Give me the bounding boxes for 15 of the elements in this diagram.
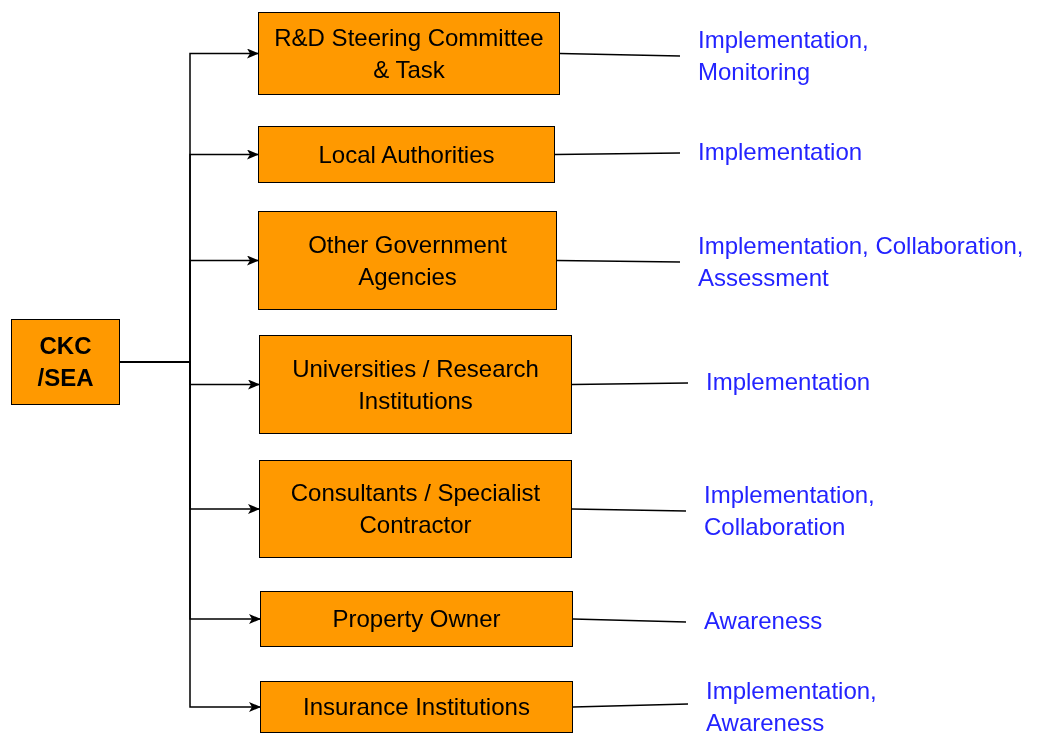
role-label: Implementation, Awareness	[706, 676, 878, 735]
role-label: Implementation, Monitoring	[698, 25, 870, 87]
organization-box: R&D Steering Committee & Task	[258, 12, 560, 95]
role-label: Implementation, Collaboration, Assessment	[698, 231, 1025, 293]
role-label: Implementation	[698, 137, 864, 167]
organization-box: Consultants / Specialist Contractor	[259, 460, 572, 558]
role-label: Awareness	[704, 606, 824, 636]
organization-box: Insurance Institutions	[260, 681, 573, 733]
organization-box: Local Authorities	[258, 126, 555, 183]
root-box: CKC /SEA	[11, 319, 120, 405]
organization-box: Universities / Research Institutions	[259, 335, 572, 434]
role-label: Implementation, Collaboration	[704, 480, 876, 542]
organization-box: Other Government Agencies	[258, 211, 557, 310]
role-label: Implementation	[706, 367, 872, 397]
organization-box: Property Owner	[260, 591, 573, 647]
